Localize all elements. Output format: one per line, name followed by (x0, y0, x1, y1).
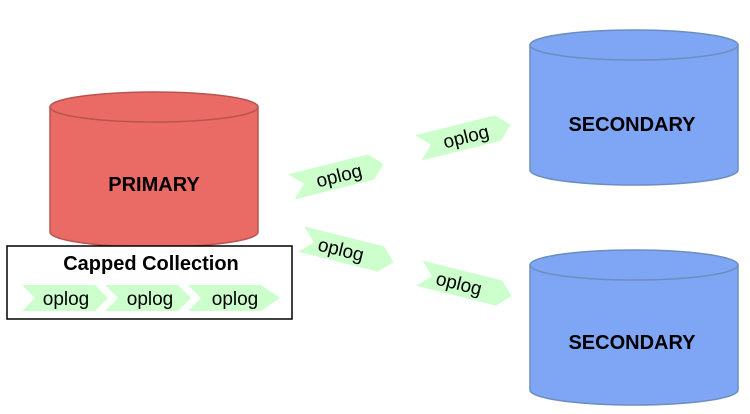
oplog-arrow-top-1: oplog (288, 154, 384, 200)
secondary-bottom-node: SECONDARY (529, 249, 739, 406)
primary-cylinder-top (49, 91, 259, 123)
svg-text:oplog: oplog (43, 289, 90, 310)
oplog-arrow-top-2: oplog (415, 115, 511, 161)
secondary-bottom-cylinder-top (529, 249, 739, 281)
capped-oplog-3: oplog (188, 285, 280, 311)
capped-oplog-2: oplog (105, 285, 191, 311)
secondary-top-label: SECONDARY (568, 114, 696, 136)
capped-collection-title: Capped Collection (63, 253, 239, 275)
oplog-arrow-bottom-2: oplog (416, 260, 512, 306)
secondary-top-cylinder-body (529, 44, 739, 186)
secondary-bottom-cylinder-body (529, 264, 739, 406)
oplog-arrow-bottom-1: oplog (298, 226, 394, 272)
primary-label: PRIMARY (108, 174, 200, 196)
capped-oplog-1: oplog (22, 285, 108, 311)
capped-collection: Capped Collection oplog oplog oplog (6, 245, 293, 320)
secondary-bottom-label: SECONDARY (568, 332, 696, 354)
primary-node: PRIMARY (49, 91, 259, 248)
secondary-top-cylinder-top (529, 29, 739, 61)
svg-text:oplog: oplog (127, 289, 174, 310)
secondary-top-node: SECONDARY (529, 29, 739, 186)
svg-text:oplog: oplog (212, 289, 259, 310)
